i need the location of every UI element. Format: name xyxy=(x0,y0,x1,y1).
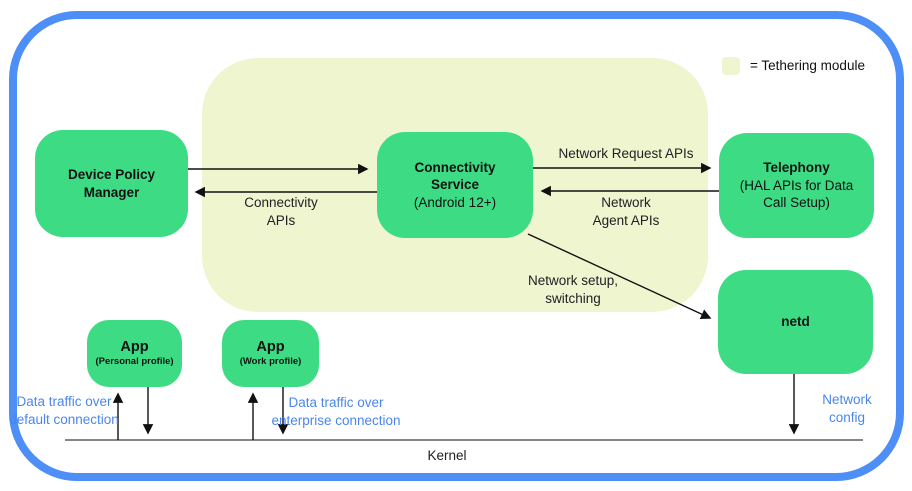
label-network-agent-apis: Network Agent APIs xyxy=(592,195,660,228)
arrow-connectivity-service-to-netd xyxy=(527,233,712,320)
label-network-request-apis: Network Request APIs xyxy=(558,146,694,161)
node-telephony: Telephony (HAL APIs for Data Call Setup) xyxy=(719,133,874,238)
node-netd: netd xyxy=(718,270,873,374)
legend-label: = Tethering module xyxy=(750,58,865,73)
label-data-traffic-default: Data traffic over default connection xyxy=(9,394,119,427)
node-subtitle: (Personal profile) xyxy=(95,356,174,368)
node-title: Telephony xyxy=(763,160,830,176)
node-title: netd xyxy=(781,314,810,330)
node-subtitle: (HAL APIs for Data Call Setup) xyxy=(739,177,854,211)
node-title: App xyxy=(256,339,285,356)
label-network-config: Network config xyxy=(822,392,872,425)
node-app-personal: App (Personal profile) xyxy=(87,320,182,387)
node-title: Device Policy Manager xyxy=(67,166,156,200)
node-subtitle: (Work profile) xyxy=(239,356,302,368)
node-title: Connectivity Service xyxy=(414,159,496,193)
node-device-policy-manager: Device Policy Manager xyxy=(35,130,188,237)
label-network-setup-switching: Network setup, switching xyxy=(527,273,619,306)
label-connectivity-apis: Connectivity APIs xyxy=(244,195,318,228)
label-data-traffic-enterprise: Data traffic over enterprise connection xyxy=(271,395,401,428)
node-connectivity-service: Connectivity Service (Android 12+) xyxy=(377,132,533,238)
label-kernel: Kernel xyxy=(427,448,467,463)
tethering-swatch-icon xyxy=(722,57,740,75)
node-app-work: App (Work profile) xyxy=(222,320,319,387)
legend: = Tethering module xyxy=(722,57,865,75)
node-title: App xyxy=(120,339,149,356)
device-boundary-border xyxy=(9,11,904,481)
node-subtitle: (Android 12+) xyxy=(413,194,497,210)
